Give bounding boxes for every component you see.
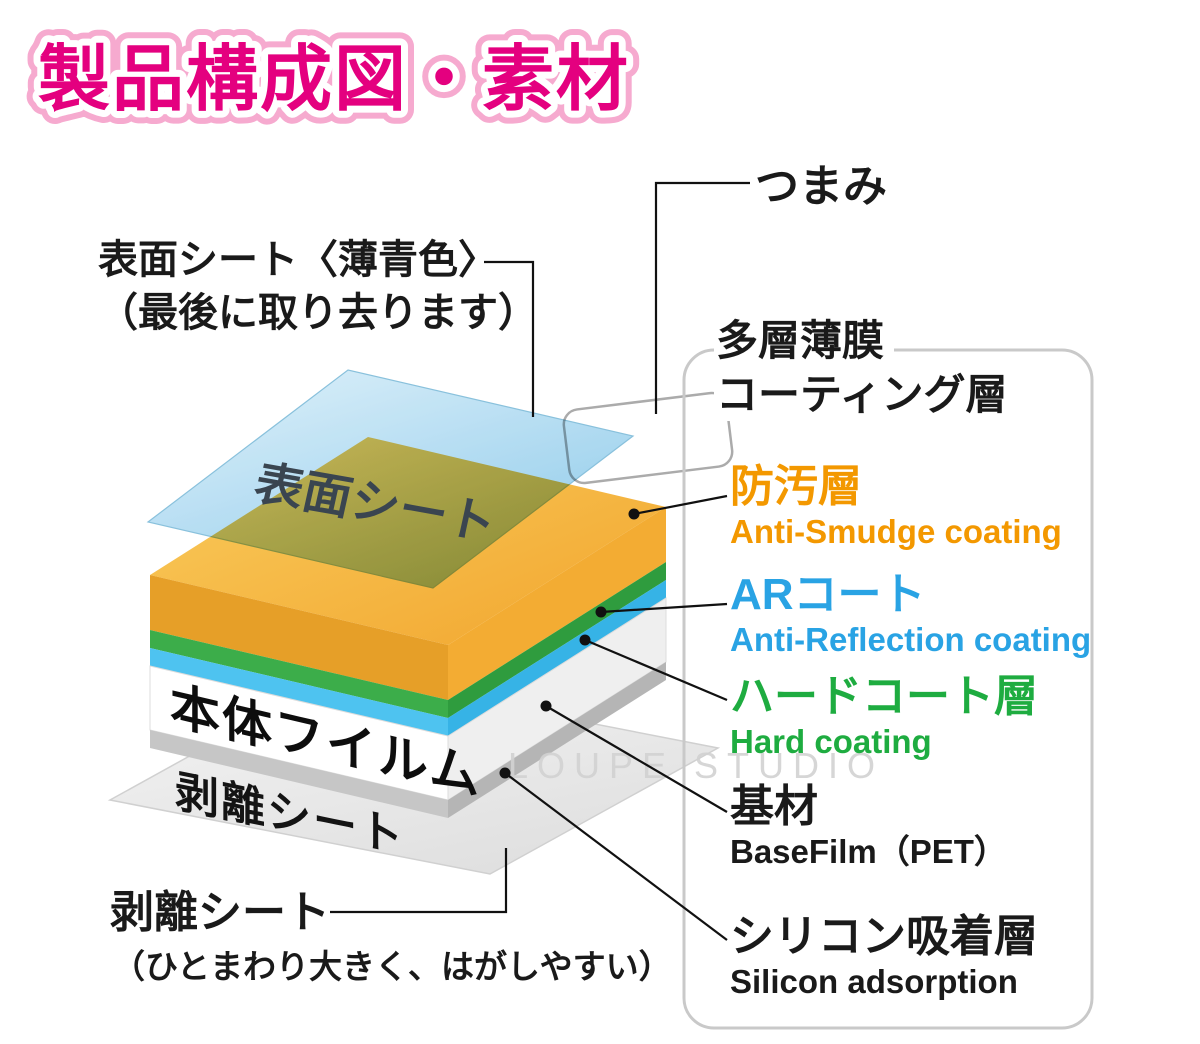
label-anti-smudge-jp: 防汚層 xyxy=(730,462,862,511)
label-tab: つまみ xyxy=(755,162,887,211)
leader-line-ar-coat xyxy=(600,602,728,614)
label-release-sheet: 剥離シート xyxy=(110,888,330,937)
label-ar-coat: ARコート Anti-Reflection coating xyxy=(730,570,1091,661)
silicon-layer-front-right xyxy=(448,662,666,818)
label-silicon-jp: シリコン吸着層 xyxy=(730,912,1038,961)
leader-line-base-film xyxy=(545,705,728,813)
leader-line-tab xyxy=(654,181,750,414)
label-silicon: シリコン吸着層 Silicon adsorption xyxy=(730,912,1038,1003)
label-release-sheet-note: （ひとまわり大きく、はがしやすい） xyxy=(112,948,672,985)
surface-sheet-layer xyxy=(146,369,635,589)
label-surface-sheet-line2: （最後に取り去ります） xyxy=(98,290,538,335)
label-anti-smudge: 防汚層 Anti-Smudge coating xyxy=(730,462,1062,553)
silicon-layer-front-left xyxy=(150,730,448,818)
ar-coat-layer-front-left xyxy=(150,630,448,718)
dot-ar-coat xyxy=(595,606,607,618)
leader-line-hard-coat xyxy=(584,638,728,702)
ar-coat-layer-front-right xyxy=(448,562,666,718)
label-ar-coat-en: Anti-Reflection coating xyxy=(730,621,1092,659)
leader-line-release-sheet xyxy=(330,848,508,914)
label-base-film-jp: 基材 xyxy=(730,782,818,831)
dot-anti-smudge xyxy=(628,508,640,520)
hard-coat-layer-front-left xyxy=(150,648,448,736)
dot-base-film xyxy=(540,700,552,712)
label-base-film: 基材 BaseFilm（PET） xyxy=(730,782,1007,873)
anti-smudge-layer-front-right xyxy=(448,507,666,700)
dot-silicon xyxy=(499,767,511,779)
leader-dots xyxy=(499,508,640,779)
page-title-stroke: 製品構成図・素材 xyxy=(38,40,630,120)
page-title-svg: 製品構成図・素材 製品構成図・素材 製品構成図・素材 xyxy=(25,27,641,133)
anti-smudge-layer-front-left xyxy=(150,575,448,700)
label-hard-coat-jp: ハードコート層 xyxy=(730,672,1038,721)
label-coating-group-line2: コーティング層 xyxy=(714,367,1018,422)
leader-line-silicon xyxy=(504,772,728,941)
label-silicon-en: Silicon adsorption xyxy=(730,963,1018,1001)
label-coating-group: 多層薄膜 コーティング層 xyxy=(714,314,1018,422)
label-base-film-en: BaseFilm（PET） xyxy=(730,833,1007,871)
hard-coat-layer-front-right xyxy=(448,580,666,736)
label-hard-coat-en: Hard coating xyxy=(730,723,932,761)
page-title-outline: 製品構成図・素材 xyxy=(38,40,630,120)
label-hard-coat: ハードコート層 Hard coating xyxy=(730,672,1038,763)
leader-line-surface-sheet xyxy=(484,260,535,417)
label-anti-smudge-en: Anti-Smudge coating xyxy=(730,513,1062,551)
label-surface-sheet-line1: 表面シート〈薄青色〉 xyxy=(98,238,498,282)
watermark-text: LOUPE STUDIO xyxy=(508,745,884,786)
leader-lines xyxy=(330,181,750,941)
dot-hard-coat xyxy=(579,634,591,646)
label-ar-coat-jp: ARコート xyxy=(730,570,926,619)
page-title: 製品構成図・素材 xyxy=(38,40,630,120)
label-coating-group-line1: 多層薄膜 xyxy=(714,314,895,368)
label-surface-sheet: 表面シート〈薄青色〉 （最後に取り去ります） xyxy=(98,234,538,340)
leader-line-anti-smudge xyxy=(633,494,728,516)
